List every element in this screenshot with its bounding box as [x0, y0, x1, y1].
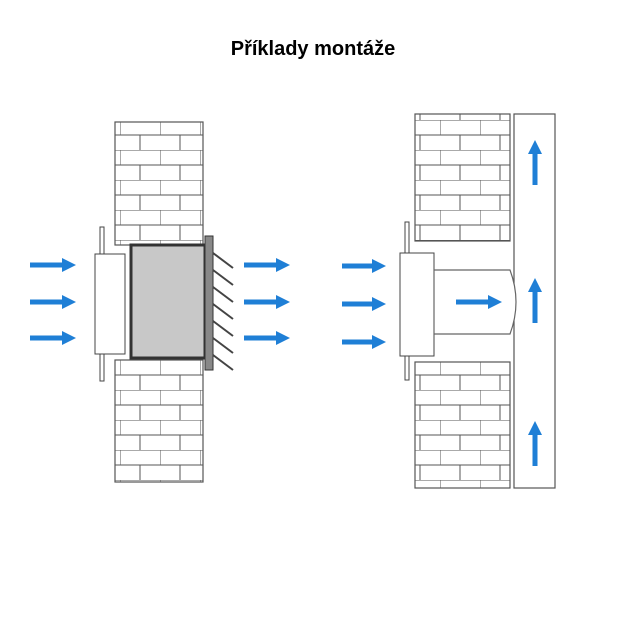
arrow-up-icon: [528, 278, 542, 323]
brick-wall-upper: [114, 121, 204, 246]
inlet-grille: [94, 253, 126, 355]
arrow-right-icon: [244, 295, 290, 309]
outlet-louvers: [212, 252, 234, 371]
fan-body: [129, 243, 207, 360]
arrow-up-icon: [528, 421, 542, 466]
inlet-grille: [399, 252, 435, 357]
arrow-up-icon: [528, 140, 542, 185]
arrow-right-icon: [456, 295, 502, 309]
arrow-right-icon: [342, 335, 386, 349]
brick-wall-lower: [114, 359, 204, 483]
arrow-right-icon: [244, 258, 290, 272]
left-example: [30, 121, 290, 483]
arrow-right-icon: [30, 331, 76, 345]
arrow-right-icon: [30, 258, 76, 272]
arrow-right-icon: [30, 295, 76, 309]
arrow-right-icon: [342, 297, 386, 311]
arrow-right-icon: [342, 259, 386, 273]
brick-wall-lower: [414, 361, 511, 489]
right-example: [342, 113, 556, 489]
page-title: Příklady montáže: [230, 38, 396, 60]
brick-wall-upper: [414, 113, 511, 242]
arrow-right-icon: [244, 331, 290, 345]
outlet-flange: [204, 235, 214, 371]
